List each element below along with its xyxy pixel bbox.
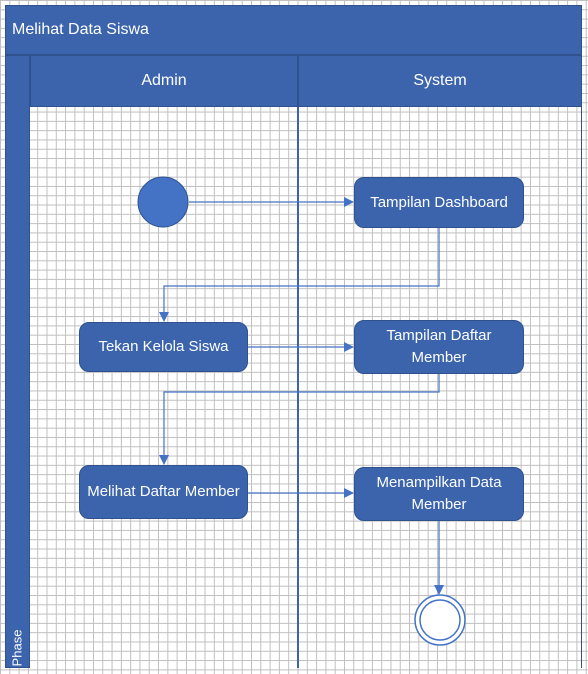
node-tampilan-daftar-member: Tampilan Daftar Member bbox=[354, 320, 524, 374]
end-node-inner bbox=[419, 599, 461, 641]
diagram-title: Melihat Data Siswa bbox=[5, 5, 582, 55]
lane-border-right bbox=[581, 55, 582, 668]
node-tampilan-dashboard: Tampilan Dashboard bbox=[354, 177, 524, 228]
lane-header-system: System bbox=[298, 55, 582, 107]
node-tekan-kelola-siswa: Tekan Kelola Siswa bbox=[79, 322, 248, 372]
edge-daftar-to-melihat bbox=[159, 374, 440, 465]
edge-dashboard-to-kelola bbox=[159, 228, 440, 322]
lane-divider bbox=[297, 107, 299, 668]
node-melihat-daftar-member: Melihat Daftar Member bbox=[79, 465, 248, 519]
lane-header-admin: Admin bbox=[30, 55, 298, 107]
node-menampilkan-data-member: Menampilkan Data Member bbox=[354, 467, 524, 521]
phase-bar bbox=[5, 55, 30, 668]
start-node bbox=[137, 176, 189, 228]
